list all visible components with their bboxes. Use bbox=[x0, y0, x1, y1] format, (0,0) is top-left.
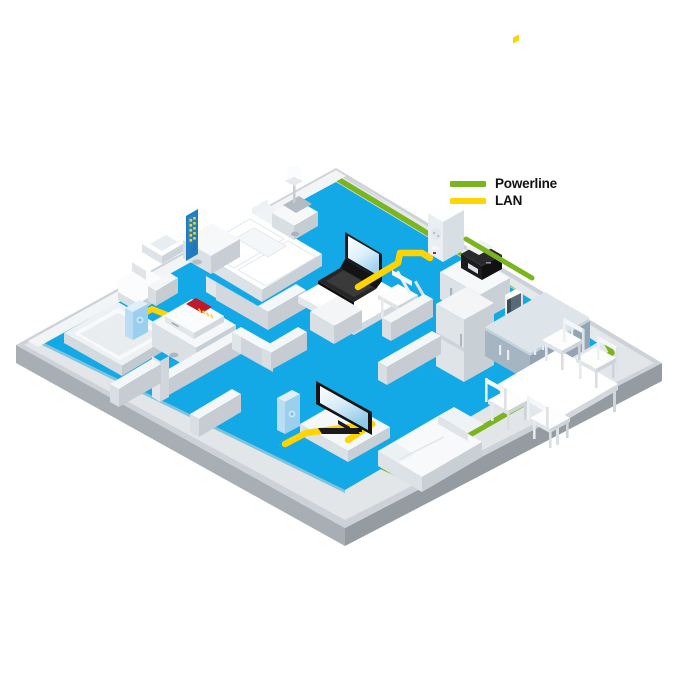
dining-chair-2 bbox=[527, 396, 570, 448]
chair-study bbox=[378, 270, 429, 327]
hallway bbox=[110, 298, 273, 437]
legend-label-powerline: Powerline bbox=[495, 176, 557, 191]
powerline-adapter-living[interactable] bbox=[277, 390, 300, 434]
smartphone[interactable] bbox=[186, 209, 198, 261]
legend-item-powerline: Powerline bbox=[450, 176, 590, 192]
powerline-adapter-study[interactable] bbox=[428, 201, 464, 262]
wall-kitchen-left bbox=[378, 331, 441, 385]
legend: Powerline LAN bbox=[450, 176, 590, 210]
line-swatch-yellow bbox=[450, 198, 486, 204]
wall-bathroom bbox=[148, 273, 178, 306]
room-study bbox=[262, 201, 464, 370]
dining-chair-1 bbox=[485, 378, 528, 430]
sink bbox=[142, 231, 186, 264]
wall-study-right bbox=[382, 294, 433, 341]
television[interactable] bbox=[316, 381, 372, 435]
room-kitchen bbox=[378, 34, 619, 448]
router[interactable] bbox=[165, 298, 224, 339]
lan-cable-laptop bbox=[354, 249, 434, 291]
wall-study-left bbox=[262, 327, 307, 370]
legend-label-lan: LAN bbox=[495, 193, 523, 208]
sofa bbox=[378, 407, 484, 492]
dining-chair-3 bbox=[576, 336, 619, 388]
powerline-cable-kitchen bbox=[463, 236, 535, 281]
wall-hallway-e bbox=[190, 389, 241, 437]
legend-item-lan: LAN bbox=[450, 193, 590, 209]
wall-bedroom-bottom bbox=[206, 276, 268, 330]
bathtub bbox=[64, 302, 175, 376]
dining-chair-4 bbox=[542, 318, 585, 370]
powerline-adapter-hall[interactable] bbox=[125, 300, 148, 340]
room-bathroom bbox=[64, 231, 186, 376]
line-swatch-green bbox=[450, 181, 486, 187]
table-lamp bbox=[283, 165, 312, 213]
room-bedroom bbox=[183, 165, 322, 330]
wall-hallway-d bbox=[110, 359, 161, 407]
room-living bbox=[277, 381, 484, 492]
refrigerator[interactable] bbox=[436, 287, 494, 382]
